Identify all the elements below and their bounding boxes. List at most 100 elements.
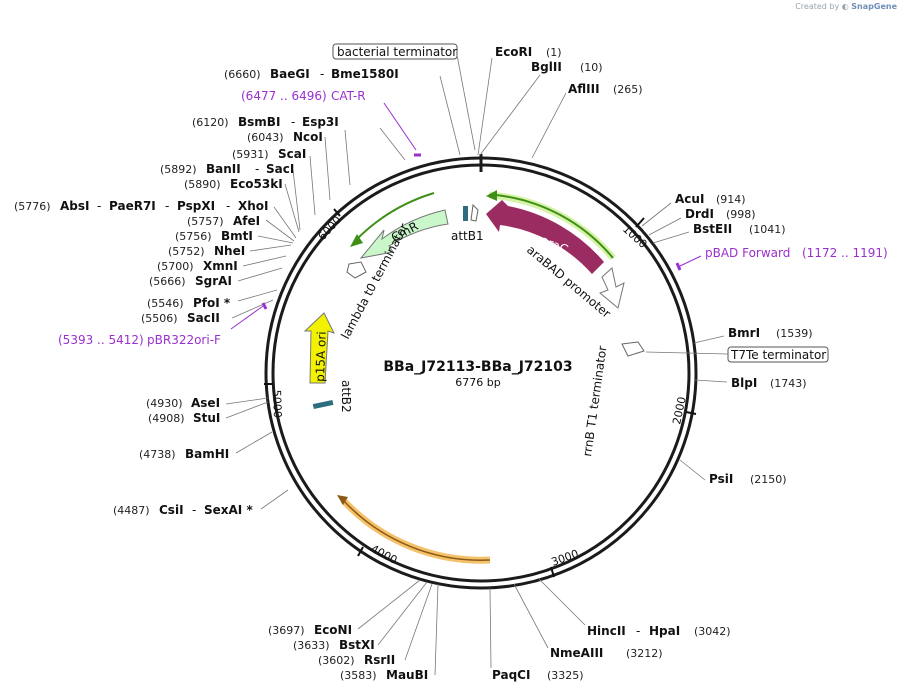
arac-feature[interactable] (486, 200, 604, 274)
site-ncoi[interactable]: NcoI (293, 130, 323, 144)
pbr322ori-f-name: pBR322ori-F (147, 333, 221, 347)
site-sacii-pos: (5506) (141, 312, 178, 325)
site-bmri[interactable]: BmrI (728, 326, 760, 340)
arabad-label: araBAD promoter (524, 243, 613, 321)
site-bmri-pos: (1539) (776, 327, 813, 340)
site-maubi[interactable]: MauBI (386, 668, 428, 682)
site-sgrai[interactable]: SgrAI (195, 274, 232, 288)
site-absi[interactable]: AbsI (60, 199, 89, 213)
tick-4000 (357, 546, 364, 557)
site-paqci[interactable]: PaqCI (492, 668, 530, 682)
pbr322ori-f-leader (230, 305, 264, 330)
site-bamhi[interactable]: BamHI (185, 447, 229, 461)
pbad-forward-primer-mark[interactable] (675, 262, 682, 271)
cmr-feature[interactable] (359, 209, 449, 259)
site-hincii-pos: (3042) (694, 625, 731, 638)
site-bmti[interactable]: BmtI (221, 229, 253, 243)
site-stui-pos: (4908) (148, 412, 185, 425)
cmr-green-arc (355, 192, 435, 241)
lambda-terminator-feature[interactable] (346, 261, 367, 279)
bacterial-terminator-box[interactable] (332, 43, 458, 60)
site-sexai[interactable]: SexAI * (204, 503, 253, 517)
site-ecori[interactable]: EcoRI (495, 45, 532, 59)
site-banii[interactable]: BanII (206, 162, 241, 176)
site-sacii[interactable]: SacII (187, 311, 220, 325)
site-hincii[interactable]: HincII (587, 624, 626, 638)
orange-arc (340, 497, 491, 564)
site-sgrai-pos: (5666) (149, 275, 186, 288)
site-bsteii[interactable]: BstEII (693, 222, 732, 236)
attb1-marker[interactable] (463, 206, 468, 221)
rrnb-label: rrnB T1 terminator (580, 345, 609, 458)
site-scai-pos: (5931) (232, 148, 269, 161)
site-hpai[interactable]: HpaI (649, 624, 680, 638)
cat-r-leader (383, 102, 417, 151)
orange-arrowhead (337, 495, 348, 505)
site-nhei-pos: (5752) (168, 245, 205, 258)
arac-green-arrowhead (486, 190, 497, 201)
site-saci[interactable]: SacI (266, 162, 294, 176)
t7te-leader (645, 351, 729, 355)
site-psii-pos: (2150) (750, 473, 787, 486)
site-afliii[interactable]: AflIII (568, 82, 600, 96)
site-baegi[interactable]: BaeGI (270, 67, 310, 81)
p15a-label: p15A ori (313, 331, 329, 382)
pbad-forward-name: pBAD Forward (705, 246, 790, 260)
site-bme1580i[interactable]: Bme1580I (331, 67, 399, 81)
pbad-forward-leader (679, 255, 702, 267)
site-blpi[interactable]: BlpI (731, 376, 757, 390)
tick-label-4000: 4000 (369, 542, 400, 567)
site-drdi[interactable]: DrdI (685, 207, 714, 221)
arac-green-arc-line (495, 194, 614, 259)
pbr322ori-f-range: (5393 .. 5412) (58, 333, 144, 347)
tick-label-6000: 6000 (316, 214, 344, 244)
credit-prefix: Created by (795, 2, 840, 11)
site-eco53ki[interactable]: Eco53kI (230, 177, 283, 191)
site-bglii[interactable]: BglII (531, 60, 562, 74)
site-bmti-pos: (5756) (175, 230, 212, 243)
primers: (6477 .. 6496) CAT-R pBAD Forward (1172 … (58, 89, 888, 347)
site-paer7i[interactable]: PaeR7I (109, 199, 156, 213)
site-baegi-pos: (6660) (224, 68, 261, 81)
site-asei-pos: (4930) (146, 397, 183, 410)
site-psii[interactable]: PsiI (709, 472, 733, 486)
site-csii[interactable]: CsiI (159, 503, 184, 517)
site-absi-sep3: - (226, 199, 230, 213)
site-bstxi[interactable]: BstXI (339, 638, 375, 652)
site-esp3i[interactable]: Esp3I (302, 115, 339, 129)
arabad-promoter-feature[interactable] (599, 267, 625, 309)
site-econi-pos: (3697) (268, 624, 305, 637)
site-nmeaiii[interactable]: NmeAIII (550, 646, 603, 660)
site-bsmbi-sep: - (291, 115, 295, 129)
site-asei[interactable]: AseI (191, 396, 220, 410)
site-xmni-pos: (5700) (157, 260, 194, 273)
site-scai[interactable]: ScaI (278, 147, 306, 161)
snapgene-credit: Created by ◐ SnapGene (795, 2, 897, 11)
site-maubi-pos: (3583) (340, 669, 377, 682)
tick-label-5000: 5000 (270, 390, 284, 418)
t7te-terminator-box[interactable] (727, 346, 829, 363)
site-afei[interactable]: AfeI (233, 214, 260, 228)
site-pspxi[interactable]: PspXI (177, 199, 215, 213)
site-stui[interactable]: StuI (193, 411, 220, 425)
cmr-green-arrowhead (350, 234, 363, 247)
cat-r-name: CAT-R (331, 89, 366, 103)
site-pfoi[interactable]: PfoI * (193, 296, 231, 310)
site-baegi-sep: - (320, 67, 324, 81)
site-xmni[interactable]: XmnI (203, 259, 238, 273)
site-econi[interactable]: EcoNI (314, 623, 352, 637)
site-eco53ki-pos: (5890) (184, 178, 221, 191)
site-bglii-pos: (10) (580, 61, 603, 74)
rrnb-t1-terminator-feature[interactable] (621, 341, 645, 357)
p15a-ori-feature[interactable] (303, 312, 335, 384)
t7te-terminator-label: T7Te terminator (730, 348, 826, 362)
site-xhoi[interactable]: XhoI (238, 199, 269, 213)
site-nhei[interactable]: NheI (214, 244, 245, 258)
pbr322ori-f-primer-mark[interactable] (261, 302, 268, 310)
attb2-marker[interactable] (312, 399, 334, 410)
site-rsrii[interactable]: RsrII (364, 653, 395, 667)
site-bsmbi[interactable]: BsmBI (238, 115, 280, 129)
site-absi-pos: (5776) (14, 200, 51, 213)
site-acui[interactable]: AcuI (675, 192, 704, 206)
